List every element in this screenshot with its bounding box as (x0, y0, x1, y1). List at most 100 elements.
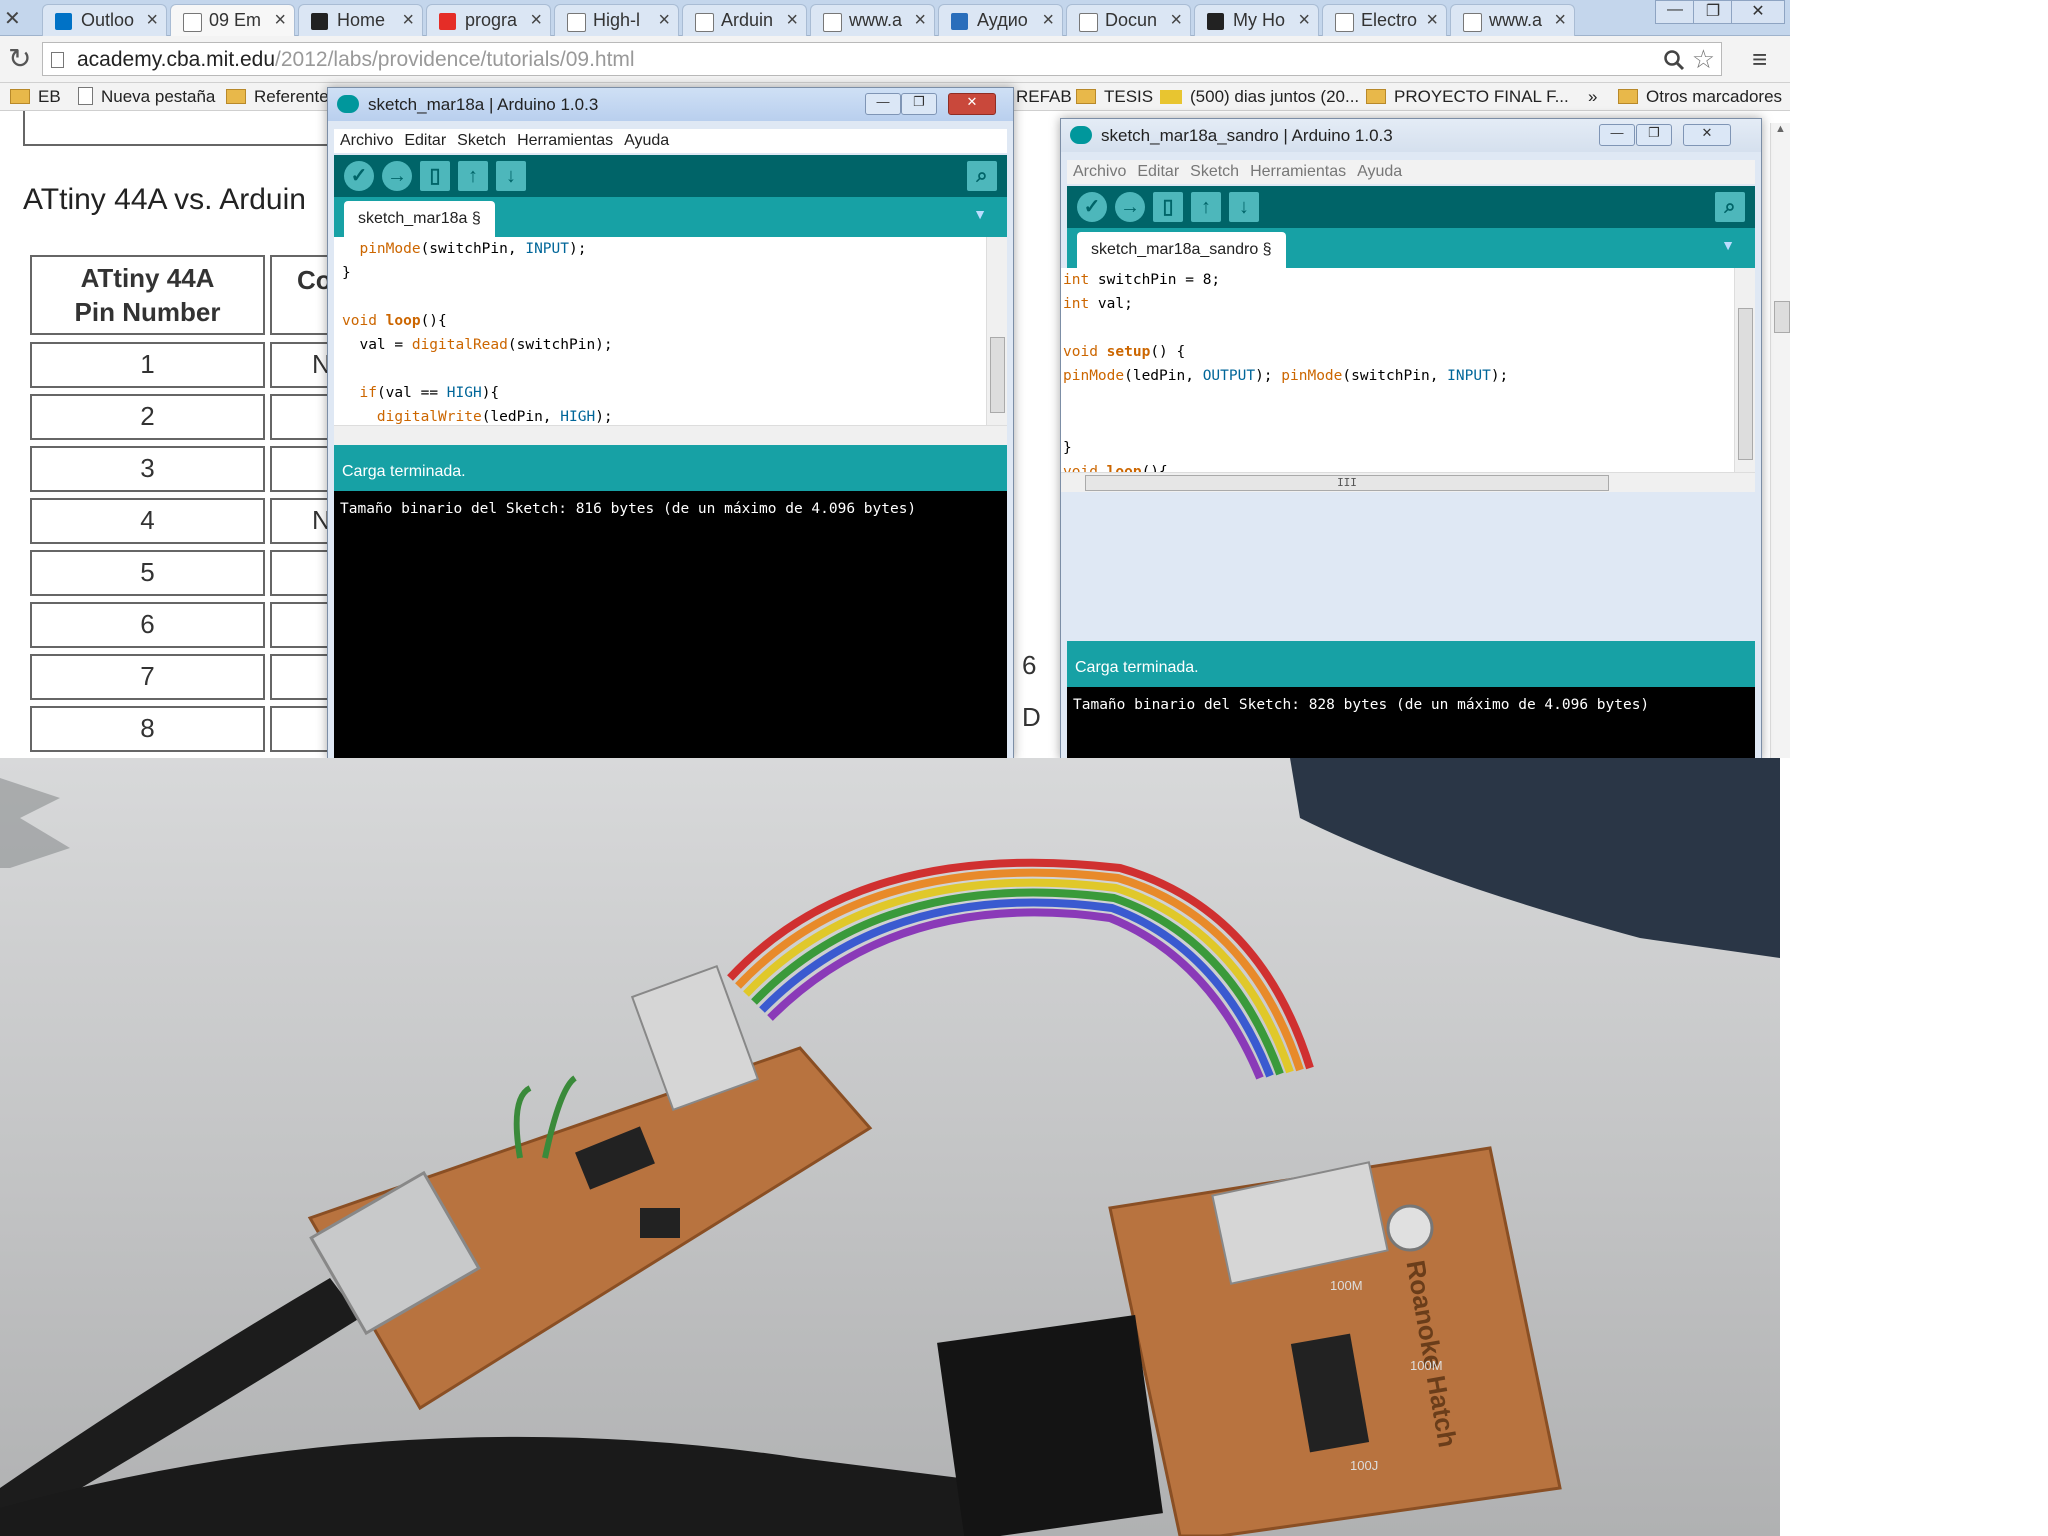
bookmark-item[interactable]: Otros marcadores (1618, 87, 1782, 107)
maximize-button[interactable]: ❐ (901, 93, 937, 115)
upload-icon[interactable]: → (1115, 192, 1145, 222)
scroll-thumb[interactable] (1738, 308, 1753, 460)
bookmark-item[interactable]: PROYECTO FINAL F... (1366, 87, 1569, 107)
browser-tab[interactable]: Outloo × (42, 4, 167, 36)
maximize-button[interactable]: ❐ (1693, 0, 1733, 24)
folder-icon (226, 89, 246, 104)
tab-close-icon[interactable]: × (146, 9, 158, 31)
chip-right (1290, 1333, 1370, 1453)
close-icon[interactable]: ✕ (4, 8, 21, 30)
browser-tab[interactable]: Arduin× (682, 4, 807, 36)
menu-item[interactable]: Sketch (1190, 163, 1240, 180)
menu-item[interactable]: Editar (404, 132, 447, 149)
save-icon[interactable]: ↓ (1229, 192, 1259, 222)
code-editor[interactable]: int switchPin = 8; int val; void setup()… (1061, 268, 1755, 492)
tab-label: Outloo (81, 10, 135, 30)
menu-item[interactable]: Herramientas (1250, 163, 1347, 180)
browser-tab[interactable]: 09 Em× (170, 4, 295, 36)
reload-icon[interactable]: ↻ (8, 43, 32, 74)
bookmark-item[interactable]: TESIS (1076, 87, 1153, 107)
editor-vscroll[interactable] (1734, 268, 1755, 472)
bookmark-item[interactable]: REFAB (1016, 87, 1072, 107)
tab-menu-icon[interactable]: ▼ (973, 206, 987, 222)
top-box (23, 111, 343, 146)
bookmark-item[interactable]: Referente (226, 87, 329, 107)
browser-tab[interactable]: progra× (426, 4, 551, 36)
page-icon (1335, 13, 1354, 32)
close-button[interactable]: ✕ (948, 93, 996, 115)
menu-item[interactable]: Herramientas (517, 132, 614, 149)
tab-menu-icon[interactable]: ▼ (1721, 237, 1735, 253)
minimize-button[interactable]: — (1655, 0, 1695, 24)
upload-icon[interactable]: → (382, 161, 412, 191)
editor-hscroll[interactable] (334, 425, 1007, 445)
browser-tab[interactable]: High-l× (554, 4, 679, 36)
browser-tab[interactable]: Docun× (1066, 4, 1191, 36)
ftdi-header (937, 1315, 1163, 1536)
browser-tab[interactable]: www.a× (1450, 4, 1575, 36)
sketch-tab[interactable]: sketch_mar18a_sandro § (1077, 232, 1286, 268)
hscroll-thumb[interactable]: III (1085, 475, 1609, 491)
scroll-thumb[interactable] (990, 337, 1005, 413)
bookmark-item[interactable]: (500) dias juntos (20... (1160, 87, 1359, 107)
tab-close-icon[interactable]: × (786, 9, 798, 31)
menu-item[interactable]: Ayuda (624, 132, 670, 149)
verify-icon[interactable]: ✓ (1077, 192, 1107, 222)
tab-close-icon[interactable]: × (914, 9, 926, 31)
menu-icon[interactable]: ≡ (1752, 44, 1768, 74)
menu-item[interactable]: Sketch (457, 132, 507, 149)
bookmark-item[interactable]: » (1588, 87, 1597, 107)
tab-close-icon[interactable]: × (1042, 9, 1054, 31)
tab-close-icon[interactable]: × (402, 9, 414, 31)
menu-item[interactable]: Archivo (1073, 163, 1127, 180)
tab-close-icon[interactable]: × (1554, 9, 1566, 31)
scroll-up-arrow-icon[interactable]: ▲ (1775, 123, 1786, 135)
serial-monitor-icon[interactable]: ⌕ (1715, 192, 1745, 222)
sketch-tabs: sketch_mar18a_sandro § ▼ (1067, 228, 1755, 268)
save-icon[interactable]: ↓ (496, 161, 526, 191)
right-connector (1211, 1161, 1389, 1285)
browser-tab[interactable]: My Ho× (1194, 4, 1319, 36)
bookmark-label: » (1588, 87, 1598, 106)
menu-item[interactable]: Ayuda (1357, 163, 1403, 180)
editor-vscroll[interactable] (986, 237, 1007, 425)
pin-number-cell: 4 (30, 498, 265, 544)
bookmark-item[interactable]: EB (10, 87, 61, 107)
tab-close-icon[interactable]: × (1298, 9, 1310, 31)
editor-hscroll[interactable]: III (1061, 472, 1755, 492)
minimize-button[interactable]: — (1599, 124, 1635, 146)
serial-monitor-icon[interactable]: ⌕ (967, 161, 997, 191)
browser-tab[interactable]: Electro× (1322, 4, 1447, 36)
code-editor[interactable]: pinMode(switchPin, INPUT); } void loop()… (334, 237, 1007, 445)
browser-tab[interactable]: Аудио× (938, 4, 1063, 36)
page-scrollbar[interactable]: ▲ (1770, 123, 1790, 758)
minimize-button[interactable]: — (865, 93, 901, 115)
folder-icon (10, 89, 30, 104)
open-icon[interactable]: ↑ (458, 161, 488, 191)
code-text: pinMode(switchPin, INPUT); } void loop()… (342, 241, 613, 445)
close-button[interactable]: ✕ (1683, 124, 1731, 146)
tab-close-icon[interactable]: × (274, 9, 286, 31)
tab-close-icon[interactable]: × (530, 9, 542, 31)
sketch-tab[interactable]: sketch_mar18a § (344, 201, 495, 237)
bookmark-label: PROYECTO FINAL F... (1394, 87, 1569, 106)
browser-tab[interactable]: www.a× (810, 4, 935, 36)
maximize-button[interactable]: ❐ (1636, 124, 1672, 146)
address-bar[interactable]: academy.cba.mit.edu/2012/labs/providence… (42, 42, 1722, 76)
bookmark-item[interactable]: Nueva pestaña (78, 87, 215, 107)
zoom-icon[interactable] (1663, 49, 1685, 71)
tab-close-icon[interactable]: × (1170, 9, 1182, 31)
tab-close-icon[interactable]: × (1426, 9, 1438, 31)
new-icon[interactable]: ▯ (1153, 192, 1183, 222)
scroll-thumb[interactable] (1774, 301, 1790, 333)
menu-item[interactable]: Editar (1137, 163, 1180, 180)
new-icon[interactable]: ▯ (420, 161, 450, 191)
menu-item[interactable]: Archivo (340, 132, 394, 149)
bookmark-label: EB (38, 87, 61, 106)
verify-icon[interactable]: ✓ (344, 161, 374, 191)
window-close-button[interactable]: ✕ (1731, 0, 1785, 24)
browser-tab[interactable]: Home× (298, 4, 423, 36)
tab-close-icon[interactable]: × (658, 9, 670, 31)
star-icon[interactable]: ☆ (1691, 44, 1715, 74)
open-icon[interactable]: ↑ (1191, 192, 1221, 222)
